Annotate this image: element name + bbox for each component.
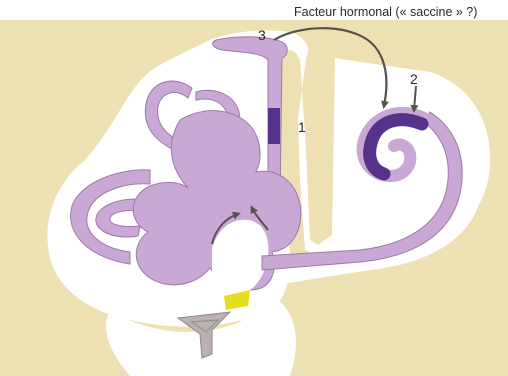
label-three: 3 xyxy=(258,27,266,43)
label-two: 2 xyxy=(410,71,418,87)
annotation-title: Facteur hormonal (« saccine » ?) xyxy=(294,5,477,19)
duct-dark-segment xyxy=(268,108,280,144)
label-one: 1 xyxy=(298,119,306,135)
